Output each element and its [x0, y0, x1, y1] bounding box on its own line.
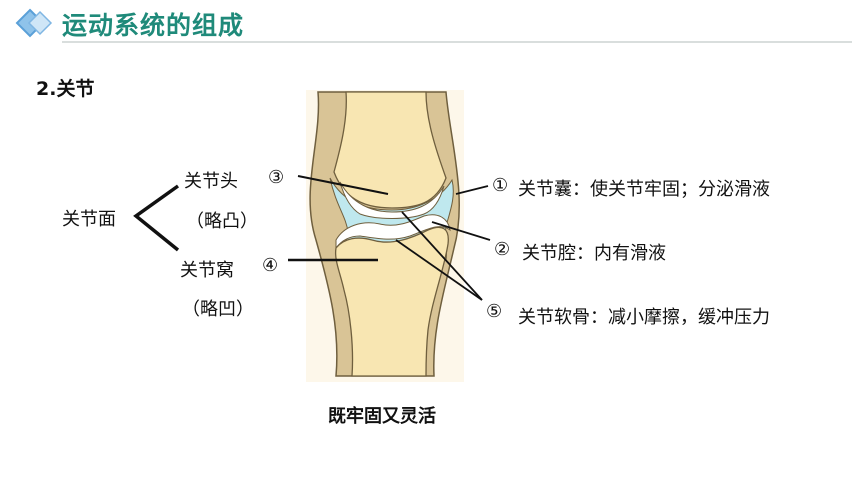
pointer-line-5b [395, 239, 483, 301]
diagram-caption: 既牢固又灵活 [328, 406, 436, 427]
joint-head-label: 关节头 [184, 171, 238, 192]
diamond-logo-icon [15, 8, 53, 38]
marker-5: ⑤ [486, 301, 503, 322]
cavity-description: 关节腔：内有滑液 [522, 243, 666, 264]
bracket-line [133, 184, 180, 252]
section-title: 2.关节 [36, 78, 95, 100]
capsule-description: 关节囊：使关节牢固；分泌滑液 [518, 179, 770, 200]
joint-socket-note: （略凹） [182, 299, 254, 320]
cartilage-description: 关节软骨：减小摩擦，缓冲压力 [518, 307, 770, 328]
page-title: 运动系统的组成 [62, 11, 245, 40]
upper-cartilage [339, 181, 445, 219]
header-bar: 运动系统的组成 [0, 0, 860, 46]
lower-cartilage [335, 214, 451, 250]
header-divider [62, 41, 852, 43]
marker-3: ③ [268, 167, 285, 188]
marker-4: ④ [262, 255, 279, 276]
upper-bone [333, 91, 447, 209]
pointer-line-3 [297, 175, 389, 195]
marker-2: ② [494, 239, 511, 260]
pointer-line-5a [401, 211, 483, 301]
joint-surface-label: 关节面 [62, 209, 116, 230]
joint-socket-label: 关节窝 [180, 260, 234, 281]
lower-bone [334, 226, 449, 377]
pointer-line-2 [431, 221, 491, 241]
marker-1: ① [492, 175, 509, 196]
joint-head-note: （略凸） [186, 211, 258, 232]
pointer-line-1 [455, 185, 489, 195]
